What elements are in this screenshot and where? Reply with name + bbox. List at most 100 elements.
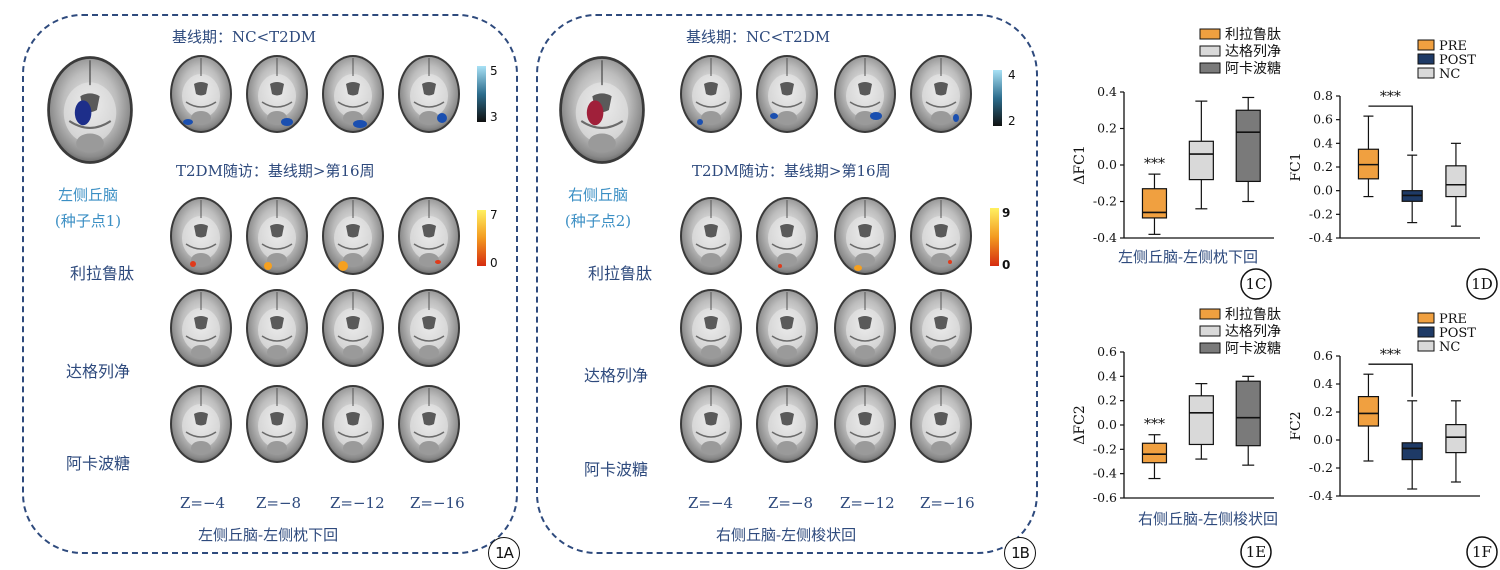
y-tick-label: -0.2 [1309,206,1333,221]
brain-slice [680,55,742,133]
brain-slice [398,289,460,367]
brain-slice [756,385,818,463]
brain-slice [756,197,818,275]
brain-slice [170,197,232,275]
chart-1c: 0.40.20.0-0.2-0.4ΔFC1***利拉鲁肽达格列净阿卡波糖左侧丘脑… [1072,27,1281,300]
chart-badge: 1D [1466,268,1498,300]
box-阿卡波糖 [1235,96,1261,203]
legend-swatch [1417,39,1435,51]
legend-label: PRE [1439,312,1467,327]
box-POST [1401,400,1423,490]
svg-text:1E: 1E [1246,543,1267,561]
y-tick-label: -0.4 [1093,466,1117,481]
legend-swatch [1417,340,1435,352]
panel-a-cbar-bottom-min: 0 [490,256,498,270]
chart-1e: 0.60.40.20.0-0.2-0.4-0.6ΔFC2***利拉鲁肽达格列净阿… [1072,307,1281,568]
brain-slice [834,289,896,367]
y-tick-label: -0.4 [1309,488,1333,503]
panel-b-row-label: 利拉鲁肽 [588,264,653,283]
legend-swatch [1417,53,1435,65]
y-tick-label: -0.2 [1093,194,1117,209]
box-PRE [1357,115,1380,198]
y-tick-label: -0.4 [1093,230,1117,245]
y-axis-label: FC2 [1290,411,1304,440]
seed-brain-left-thalamus [47,56,133,164]
legend-swatch [1199,325,1221,337]
y-tick-label: 0.0 [1313,183,1333,198]
panel-a-z-label: Z=−16 [410,494,465,512]
panel-b-z-label: Z=−8 [768,494,814,512]
legend-label: NC [1439,340,1460,355]
panel-b-row-label: 达格列净 [584,366,649,385]
panel-b-footer: 右侧丘脑-左侧梭状回 [716,526,857,544]
brain-slice [910,385,972,463]
panel-b-colorbar-top [993,70,1002,126]
legend-label: 阿卡波糖 [1225,341,1281,357]
y-tick-label: 0.8 [1313,88,1333,103]
y-axis-label: ΔFC2 [1072,405,1088,444]
y-tick-label: -0.2 [1093,441,1117,456]
panel-a-row-label: 利拉鲁肽 [70,264,135,283]
panel-b-header-followup: T2DM随访：基线期>第16周 [692,162,891,180]
y-tick-label: -0.2 [1309,460,1333,475]
legend-swatch [1417,326,1435,338]
brain-slice [834,385,896,463]
y-tick-label: 0.4 [1097,84,1117,99]
y-tick-label: 0.4 [1313,376,1333,391]
panel-a-seed-index: (种子点1) [54,212,122,230]
brain-slice [398,55,460,133]
panel-b-colorbar-bottom [990,208,999,266]
legend-label: 达格列净 [1225,324,1281,340]
box-阿卡波糖 [1235,375,1261,466]
panel-a-row-label: 阿卡波糖 [66,454,131,473]
panel-b-seed-name: 右侧丘脑 [567,186,628,204]
legend-swatch [1199,342,1221,354]
brain-slice [680,289,742,367]
brain-slice [322,289,384,367]
brain-slice [910,55,972,133]
box-NC [1445,142,1467,227]
brain-slice [398,197,460,275]
y-tick-label: 0.2 [1097,121,1117,136]
y-tick-label: 0.2 [1097,393,1117,408]
legend-label: 利拉鲁肽 [1225,307,1281,323]
panel-a-header-baseline: 基线期：NC<T2DM [172,28,317,46]
significance-annotation: *** [1144,417,1165,433]
legend-label: POST [1439,326,1476,341]
panel-a-z-label: Z=−4 [180,494,226,512]
legend-label: 利拉鲁肽 [1225,27,1281,43]
y-tick-label: 0.2 [1313,159,1333,174]
brain-slice [910,197,972,275]
box-POST [1401,154,1423,224]
y-tick-label: 0.0 [1097,157,1117,172]
y-tick-label: 0.0 [1313,432,1333,447]
panel-a-seed-name: 左侧丘脑 [57,186,118,204]
brain-slice [246,385,308,463]
significance-bracket [1368,363,1413,397]
panel-a-row-label: 达格列净 [66,362,131,381]
seed-brain-right-thalamus [559,56,645,164]
brain-slice [322,385,384,463]
panel-b-z-label: Z=−4 [688,494,734,512]
panel-b-z-label: Z=−16 [920,494,975,512]
box-达格列净 [1188,100,1214,210]
panel-a-header-followup: T2DM随访：基线期>第16周 [176,162,375,180]
legend-label: NC [1439,67,1460,82]
panel-a-badge: 1A [488,537,520,569]
panel-a-cbar-top-max: 5 [490,64,498,78]
panel-b-cbar-bottom-max: 9 [1002,206,1011,220]
legend-swatch [1199,28,1221,40]
svg-text:1D: 1D [1471,275,1493,293]
significance-annotation: *** [1380,89,1401,105]
chart-footer: 右侧丘脑-左侧梭状回 [1138,510,1278,528]
svg-text:1C: 1C [1245,275,1266,293]
brain-slice [246,197,308,275]
brain-slice [756,289,818,367]
legend-swatch [1199,308,1221,320]
brain-slice [170,55,232,133]
panel-b-badge: 1B [1004,537,1036,569]
y-tick-label: 0.6 [1313,348,1333,363]
y-axis-label: FC1 [1290,152,1304,181]
